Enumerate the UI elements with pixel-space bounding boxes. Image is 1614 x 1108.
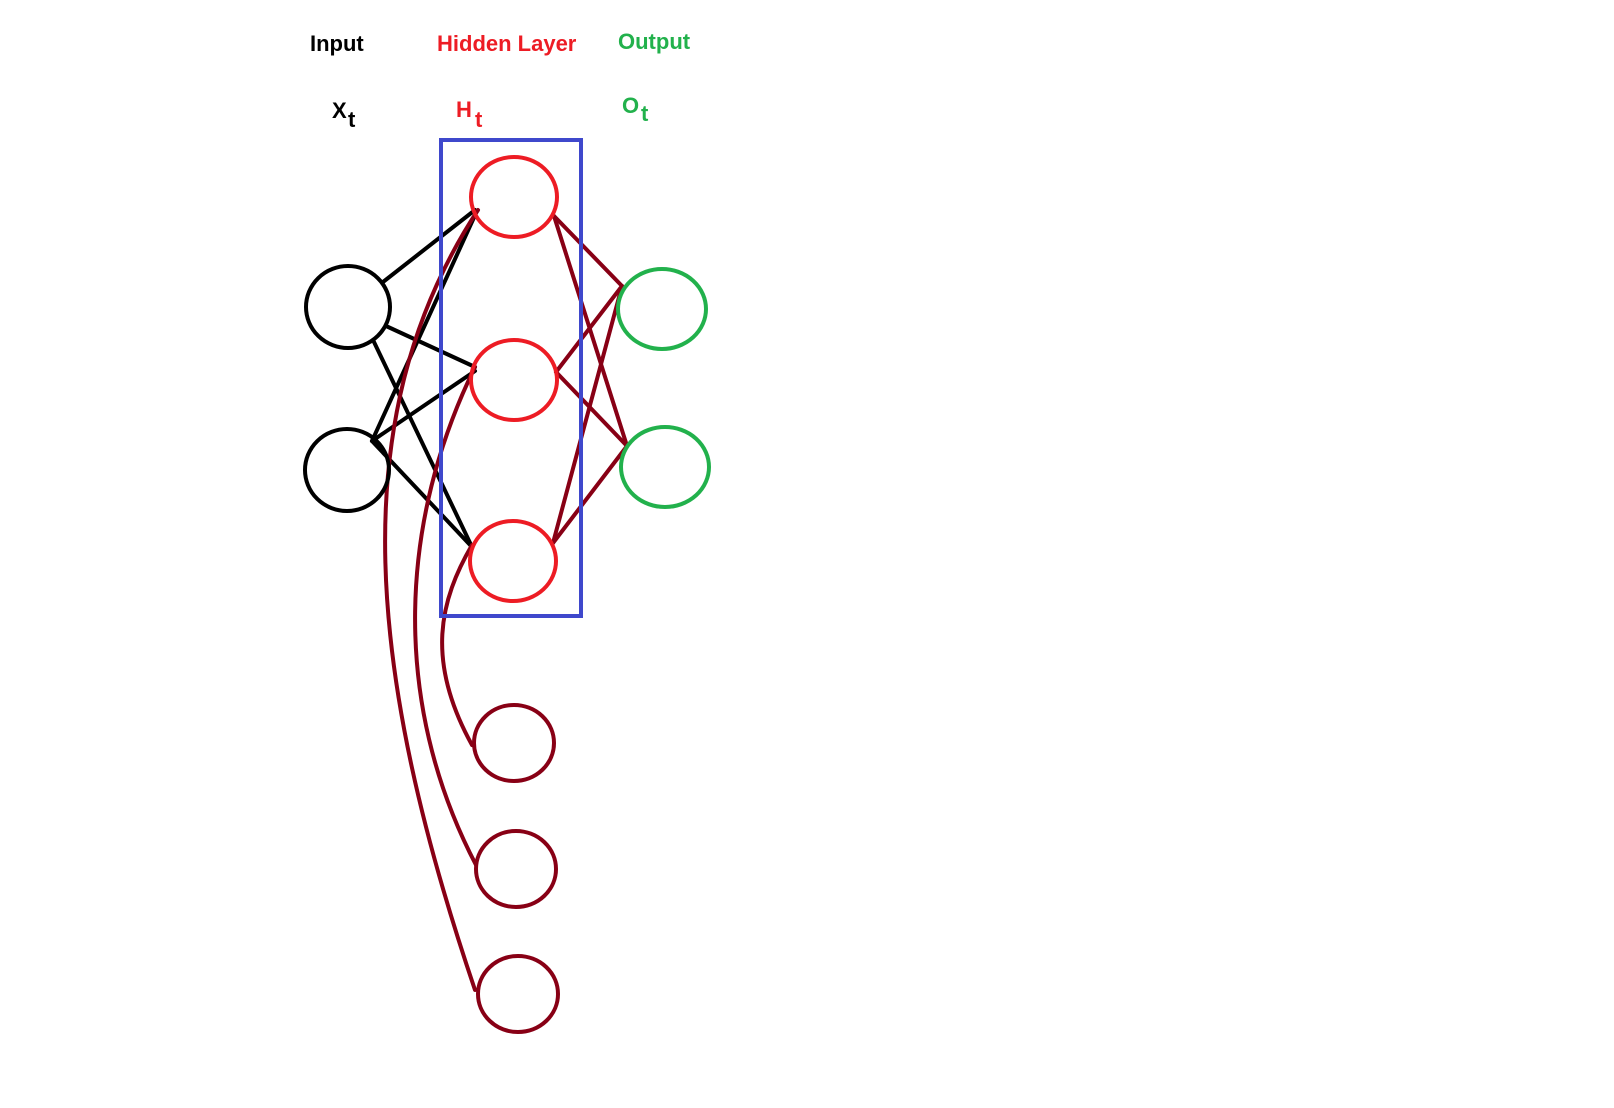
hidden-symbol-subscript: t <box>475 107 483 132</box>
input-nodes <box>303 264 392 513</box>
edge-x2-h1 <box>370 211 478 443</box>
previous-hidden-node-2 <box>474 829 558 909</box>
input-header: Input <box>310 31 364 56</box>
hidden-node-2 <box>469 338 559 422</box>
edge-h2-o1 <box>554 284 624 374</box>
edge-h3-o1 <box>551 284 624 545</box>
hidden-node-3 <box>468 519 558 603</box>
previous-hidden-node-3 <box>476 954 560 1034</box>
input-symbol-subscript: t <box>348 107 356 132</box>
previous-hidden-nodes <box>472 703 560 1034</box>
recurrent-connections <box>383 208 480 992</box>
hidden-node-1 <box>469 155 559 239</box>
output-node-1 <box>616 267 708 351</box>
edge-x1-h3 <box>372 340 474 549</box>
hidden-output-connections <box>551 214 629 545</box>
output-symbol: O t <box>622 93 649 126</box>
edge-h1-o2 <box>552 214 629 448</box>
hidden-symbol: H t <box>456 97 483 132</box>
edge-h2-o2 <box>554 370 629 448</box>
recurrent-edge-h2 <box>413 365 478 867</box>
hidden-nodes <box>468 155 559 603</box>
previous-hidden-node-1 <box>472 703 556 783</box>
recurrent-edge-h3 <box>440 543 474 747</box>
output-node-2 <box>619 425 711 509</box>
input-symbol: X t <box>332 98 356 132</box>
recurrent-edge-h1 <box>383 208 480 992</box>
input-node-1 <box>304 264 392 350</box>
output-nodes <box>616 267 711 509</box>
input-symbol-base: X <box>332 98 347 123</box>
hidden-layer-header: Hidden Layer <box>437 31 577 56</box>
output-symbol-base: O <box>622 93 639 118</box>
input-node-2 <box>303 427 391 513</box>
edge-x2-h2 <box>370 369 477 443</box>
edge-h1-o1 <box>552 214 624 288</box>
hidden-symbol-base: H <box>456 97 472 122</box>
edge-x1-h1 <box>381 208 477 284</box>
edge-h3-o2 <box>551 444 629 545</box>
edge-x1-h2 <box>384 324 477 369</box>
output-header: Output <box>618 29 691 54</box>
output-symbol-subscript: t <box>641 101 649 126</box>
hidden-layer-box <box>439 138 583 618</box>
